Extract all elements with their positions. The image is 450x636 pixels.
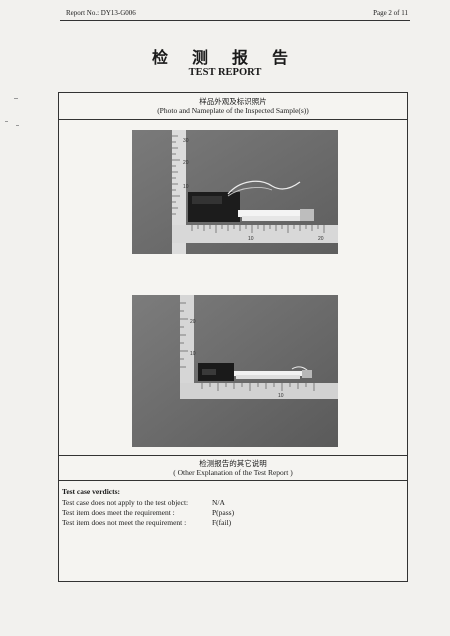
scan-speck <box>5 121 8 122</box>
sample-photo-1-image: 30 20 10 10 20 <box>132 130 338 254</box>
verdict-value: F(fail) <box>212 518 232 527</box>
verdicts-title: Test case verdicts: <box>62 487 121 496</box>
explanation-title-en: ( Other Explanation of the Test Report ) <box>173 468 293 477</box>
ruler-label: 10 <box>278 393 284 399</box>
report-header: Report No.: DY13-G006 Page 2 of 11 <box>60 6 410 21</box>
verdict-label: Test item does meet the requirement : <box>62 508 175 517</box>
verdict-label: Test case does not apply to the test obj… <box>62 498 189 507</box>
photo-section-header: 样品外观及标识照片 (Photo and Nameplate of the In… <box>59 93 407 120</box>
ruler-label: 20 <box>183 160 189 166</box>
report-title-en: TEST REPORT <box>188 67 262 78</box>
report-number: Report No.: DY13-G006 <box>66 9 136 17</box>
verdicts-block: Test case verdicts: Test case does not a… <box>62 487 392 528</box>
report-content-box: 样品外观及标识照片 (Photo and Nameplate of the In… <box>58 92 408 582</box>
sample-photo-2-image: 20 10 10 <box>132 295 338 447</box>
verdict-label: Test item does not meet the requirement … <box>62 518 187 527</box>
sample-photo-2: 20 10 10 <box>132 295 338 447</box>
scan-speck <box>16 125 19 126</box>
ruler-label: 10 <box>248 236 254 242</box>
verdict-value: P(pass) <box>212 508 235 517</box>
ruler-label: 10 <box>190 351 196 357</box>
photo-section-title-cn: 样品外观及标识照片 <box>199 97 267 106</box>
report-title-cn: 检 测 报 告 <box>151 50 298 67</box>
ruler-label: 20 <box>190 319 196 325</box>
photo-section-title-en: (Photo and Nameplate of the Inspected Sa… <box>157 106 309 115</box>
explanation-section-header: 检测报告的其它说明 ( Other Explanation of the Tes… <box>59 455 407 481</box>
verdict-row: Test item does meet the requirement : P(… <box>62 508 392 518</box>
ruler-label: 20 <box>318 236 324 242</box>
explanation-title-cn: 检测报告的其它说明 <box>199 459 267 468</box>
ruler-label: 10 <box>183 184 189 190</box>
verdict-row: Test item does not meet the requirement … <box>62 518 392 528</box>
scan-speck <box>14 98 18 99</box>
ruler-label: 30 <box>183 138 189 144</box>
verdict-row: Test case does not apply to the test obj… <box>62 498 392 508</box>
page-number: Page 2 of 11 <box>373 9 408 17</box>
verdict-value: N/A <box>212 498 225 507</box>
sample-photo-1: 30 20 10 10 20 <box>132 130 338 254</box>
